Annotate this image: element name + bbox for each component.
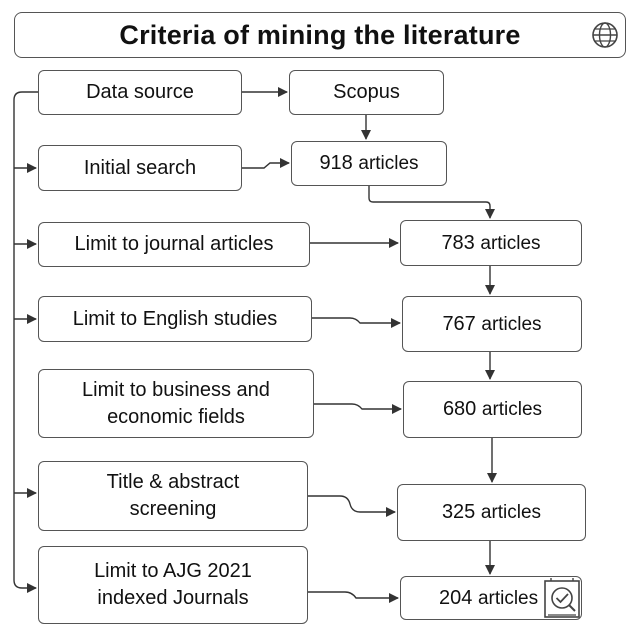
arrow-918-to-783 <box>368 186 495 219</box>
arrow-screening-to-325 <box>308 495 396 517</box>
step-title-abstract-screening: Title & abstract screening <box>38 461 308 531</box>
result-680-articles: 680 articles <box>403 381 582 438</box>
step-label: Limit to business and economic fields <box>82 378 270 428</box>
result-count: 325 <box>441 501 476 523</box>
result-count: 204 <box>439 586 473 609</box>
result-unit: articles <box>481 399 543 420</box>
step-limit-english: Limit to English studies <box>38 296 312 342</box>
arrow-english-to-767 <box>312 317 401 328</box>
step-limit-business-economic: Limit to business and economic fields <box>38 369 314 438</box>
result-unit: articles <box>480 232 541 254</box>
arrow-business-to-680 <box>314 403 402 414</box>
result-unit: articles <box>481 313 542 335</box>
step-label: Title & abstract screening <box>106 471 240 520</box>
result-count: 680 <box>442 398 477 420</box>
step-data-source: Data source <box>38 70 242 115</box>
left-bracket-line <box>13 91 38 593</box>
diagram-title-box: Criteria of mining the literature <box>14 12 626 58</box>
step-label: Limit to journal articles <box>74 233 274 255</box>
step-initial-search: Initial search <box>38 145 242 191</box>
step-limit-ajg-2021: Limit to AJG 2021 indexed Journals <box>38 546 308 624</box>
result-count: 783 <box>441 231 475 254</box>
result-count: Scopus <box>333 81 400 103</box>
result-unit: articles <box>358 153 419 174</box>
result-767-articles: 767 articles <box>402 296 582 352</box>
result-unit: articles <box>477 587 539 609</box>
document-check-icon <box>544 578 580 618</box>
globe-icon <box>592 22 618 48</box>
result-unit: articles <box>480 502 542 523</box>
diagram-title: Criteria of mining the literature <box>119 19 521 50</box>
result-count: 918 <box>319 152 353 174</box>
result-918-articles: 918 articles <box>291 141 447 186</box>
step-label: Limit to AJG 2021 indexed Journals <box>94 560 252 609</box>
arrow-initial-search-to-918 <box>242 158 290 169</box>
result-783-articles: 783 articles <box>400 220 582 266</box>
step-label: Initial search <box>83 156 197 179</box>
result-scopus: Scopus <box>289 70 444 115</box>
arrow-ajg-to-204 <box>308 591 399 603</box>
step-label: Limit to English studies <box>72 307 278 330</box>
step-label: Data source <box>86 81 194 103</box>
result-count: 767 <box>442 312 476 335</box>
result-325-articles: 325 articles <box>397 484 586 541</box>
step-limit-journal-articles: Limit to journal articles <box>38 222 310 267</box>
